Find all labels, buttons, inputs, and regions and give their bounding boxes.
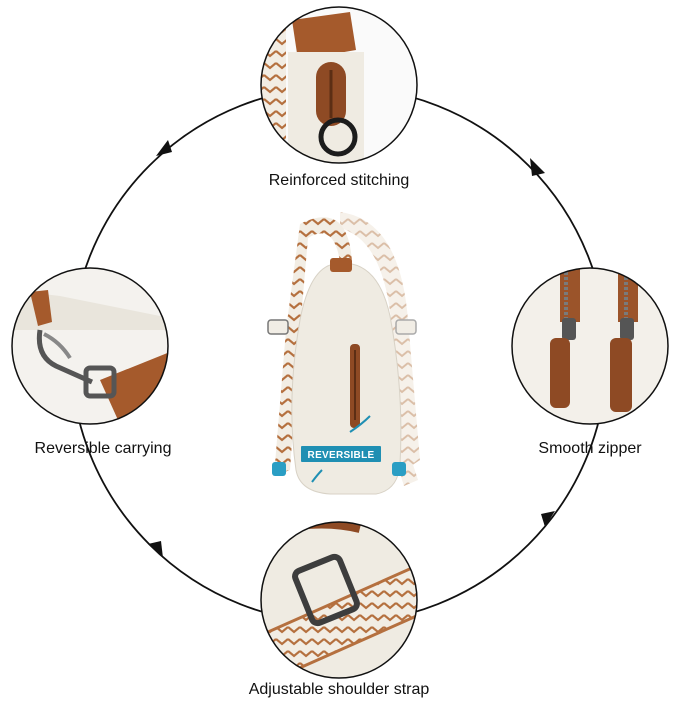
- arrow-icon: [148, 541, 163, 558]
- caption-adjustable-shoulder-strap: Adjustable shoulder strap: [248, 681, 430, 698]
- caption-reversible-carrying: Reversible carrying: [34, 440, 172, 457]
- curved-arrow-icon: [349, 415, 371, 433]
- detail-photo-strap: [260, 521, 418, 679]
- reversible-badge: [301, 446, 381, 462]
- buckle-icon: [395, 319, 417, 335]
- detail-photo-clasp: [11, 267, 169, 425]
- caption-smooth-zipper: Smooth zipper: [538, 440, 642, 457]
- detail-photo-zipper: [511, 267, 669, 425]
- detail-photo-stitching: [260, 6, 418, 164]
- reversible-badge-text: REVERSIBLE: [308, 450, 375, 461]
- arrow-icon: [530, 158, 545, 176]
- arrow-icon: [156, 140, 172, 156]
- sling-bag-product: REVERSIBLE: [267, 212, 420, 495]
- buckle-icon: [267, 319, 289, 335]
- curved-arrow-icon: [311, 469, 323, 483]
- arrow-icon: [541, 511, 555, 527]
- caption-reinforced-stitching: Reinforced stitching: [268, 172, 410, 189]
